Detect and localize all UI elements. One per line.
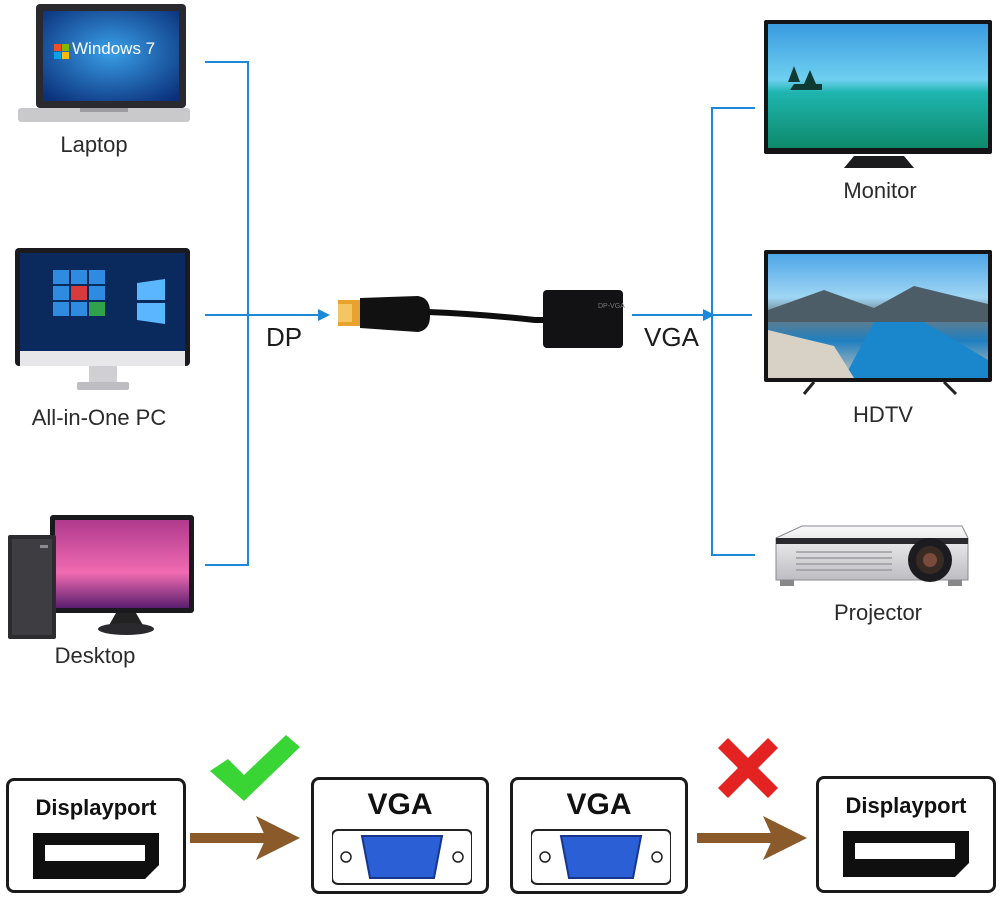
source-bracket-line bbox=[205, 61, 249, 566]
vga-box-input: VGA bbox=[510, 777, 688, 894]
arrowhead-vga bbox=[703, 309, 715, 321]
arrow-right-icon bbox=[697, 816, 807, 860]
monitor-icon bbox=[764, 20, 994, 172]
all-in-one-pc-icon bbox=[15, 248, 191, 394]
vga-box-output: VGA bbox=[311, 777, 489, 894]
hdtv-icon bbox=[764, 250, 994, 396]
displayport-box-input: Displayport bbox=[6, 778, 186, 893]
connector-lines bbox=[205, 61, 755, 566]
displayport-box-output: Displayport bbox=[816, 776, 996, 893]
arrow-right-icon bbox=[190, 816, 300, 860]
laptop-icon: Windows 7 bbox=[18, 2, 190, 127]
vga-port-icon bbox=[531, 829, 671, 885]
displayport-port-icon bbox=[843, 831, 969, 877]
dp-to-vga-adapter-icon: DP-VGA bbox=[330, 284, 630, 352]
arrowhead-dp bbox=[318, 309, 330, 321]
projector-label: Projector bbox=[833, 600, 923, 625]
vga-box-input-title: VGA bbox=[566, 788, 632, 821]
target-bracket-line bbox=[711, 107, 755, 556]
monitor-label: Monitor bbox=[843, 178, 917, 203]
displayport-box-title: Displayport bbox=[35, 795, 157, 820]
projector-icon bbox=[772, 520, 972, 590]
vga-box-title: VGA bbox=[367, 788, 433, 821]
cross-icon bbox=[718, 738, 778, 798]
svg-text:DP-VGA: DP-VGA bbox=[598, 303, 625, 310]
hdtv-label: HDTV bbox=[853, 402, 913, 427]
displayport-box-output-title: Displayport bbox=[845, 793, 967, 818]
vga-port-icon bbox=[332, 829, 472, 885]
desktop-label: Desktop bbox=[54, 643, 136, 668]
check-icon bbox=[210, 735, 300, 801]
vga-label: VGA bbox=[644, 322, 699, 352]
displayport-port-icon bbox=[33, 833, 159, 879]
laptop-label: Laptop bbox=[60, 132, 128, 157]
laptop-screen-text: Windows 7 bbox=[72, 39, 156, 58]
dp-label: DP bbox=[266, 322, 303, 352]
desktop-icon bbox=[6, 515, 196, 639]
all-in-one-pc-label: All-in-One PC bbox=[31, 405, 167, 430]
